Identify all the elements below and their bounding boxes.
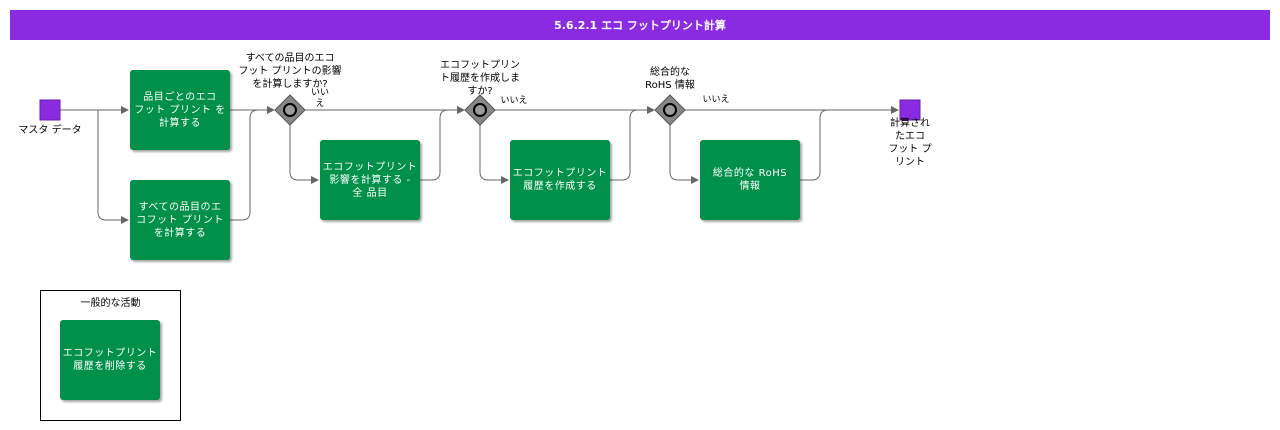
flow-g2-yes [479,124,509,184]
gateway-1-question: すべての品目のエコ フット プリントの影響 を計算しますか? [238,53,342,90]
gateway-3-question: 総合的な RoHS 情報 [645,67,695,91]
legend-task-delete-history[interactable]: エコフットプリント 履歴を削除する [60,320,160,400]
flow-all-items-to-g1 [230,109,259,221]
flow-g3-yes [669,124,699,184]
gateway-2 [464,94,496,126]
gateway-1-no-label: いい え [310,88,329,109]
flow-rohs-to-end [800,109,829,181]
legend-box: 一般的な活動 エコフットプリント 履歴を削除する [40,290,181,421]
flow-impact-to-g2 [420,109,449,181]
task-calc-all-items[interactable]: すべての品目のエ コフット プリント を計算する [130,180,230,260]
flow-history-to-g3 [610,109,639,181]
gateway-3 [654,94,686,126]
flow-g1-yes [289,124,319,184]
gateway-3-no-label: いいえ [702,95,730,105]
gateway-2-no-label: いいえ [500,96,528,106]
start-event-label: マスタ データ [18,125,82,136]
end-event [899,99,921,121]
task-calc-impact-all[interactable]: エコフットプリント 影響を計算する - 全 品目 [320,140,420,220]
task-calc-per-item[interactable]: 品目ごとのエコ フット プリント を 計算する [130,70,230,150]
start-event [39,99,61,121]
task-create-history[interactable]: エコフットプリント 履歴を作成する [510,140,610,220]
diagram-title: 5.6.2.1 エコ フットプリント計算 [10,10,1270,40]
legend-title: 一般的な活動 [80,298,141,309]
flow-start-to-all-items [97,110,129,224]
task-rohs-info[interactable]: 総合的な RoHS 情報 [700,140,800,220]
end-event-label: 計算され たエコ フット プ リント [888,118,932,168]
gateway-2-question: エコフットプリン ト履歴を作成しま すか? [440,60,520,97]
gateway-1 [274,94,306,126]
